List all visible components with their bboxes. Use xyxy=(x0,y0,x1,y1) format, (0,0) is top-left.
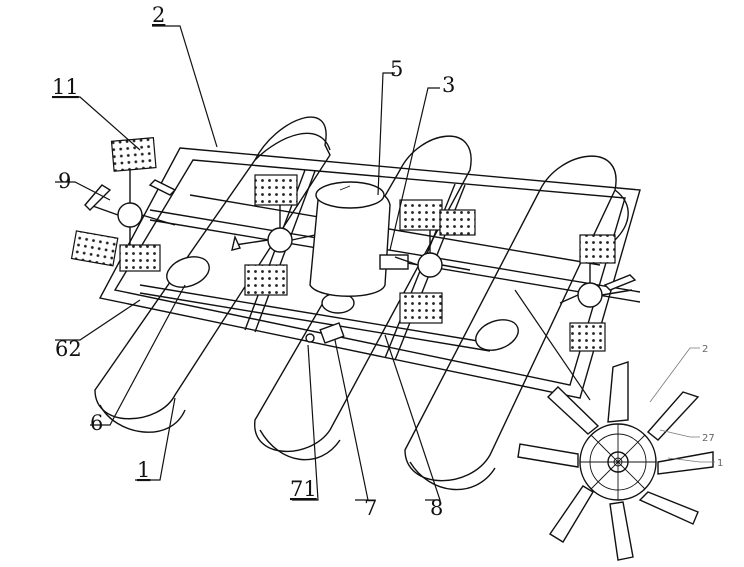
impeller-b xyxy=(231,174,316,296)
impeller-d xyxy=(559,234,637,352)
impeller-group xyxy=(70,137,637,352)
label-6: 6 xyxy=(90,411,103,435)
label-71: 71 xyxy=(290,477,317,501)
part-labels: 2 5 3 11 9 62 6 1 71 7 8 2 27 1 xyxy=(52,3,723,520)
label-8: 8 xyxy=(430,496,443,520)
impeller-11 xyxy=(70,137,177,272)
label-1: 1 xyxy=(137,458,150,482)
label-5: 5 xyxy=(390,57,403,81)
motor-5 xyxy=(309,181,409,297)
impeller-detail xyxy=(517,361,714,561)
label-11: 11 xyxy=(52,75,79,99)
detail-label-2: 2 xyxy=(702,344,708,355)
label-7: 7 xyxy=(364,496,377,520)
label-2: 2 xyxy=(152,3,165,27)
leader-lines xyxy=(53,25,715,501)
label-3: 3 xyxy=(442,73,455,97)
label-62: 62 xyxy=(55,337,82,361)
detail-label-1: 1 xyxy=(717,458,723,469)
label-9: 9 xyxy=(58,169,71,193)
pump-7 xyxy=(305,322,345,344)
detail-label-27: 27 xyxy=(702,433,715,444)
impeller-c xyxy=(394,199,476,324)
air-tubes xyxy=(166,256,519,351)
